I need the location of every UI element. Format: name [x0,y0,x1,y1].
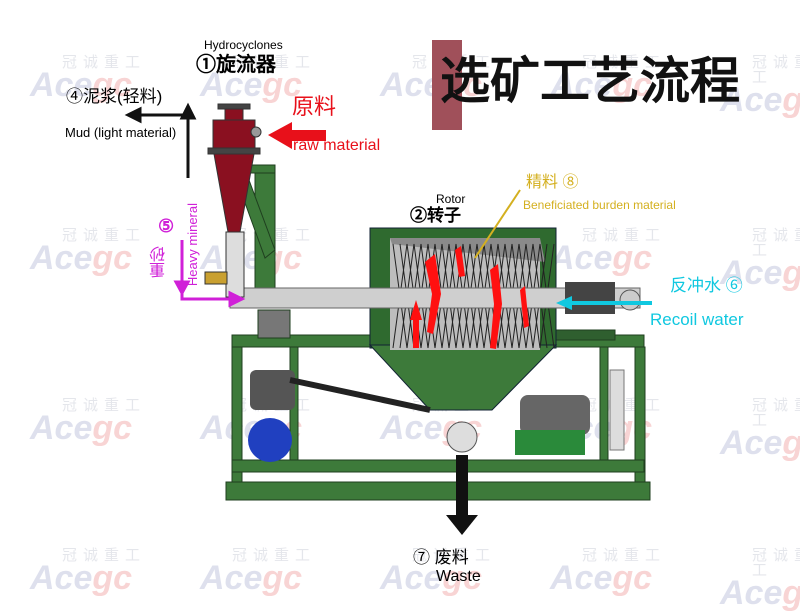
heavy-mineral-label-cn: 重砂 [151,246,168,278]
waste-label-en: Waste [436,568,481,585]
hydrocyclone [204,103,262,298]
mud-label-cn: ④泥浆(轻料) [66,87,163,106]
rotor-label-cn: ②转子 [410,206,461,225]
waste-label-cn: ⑦ 废料 [413,548,469,567]
recoil-water-label-cn: 反冲水 ⑥ [670,276,743,295]
waste-outlet [446,421,478,453]
raw-material-label-en: raw material [293,137,381,154]
hydrocyclone-label-cn: ①旋流器 [196,54,276,76]
pump-left [248,418,292,462]
mud-label-en: Mud (light material) [65,125,177,140]
pipe-bearing [565,282,615,314]
page-title: 选矿工艺流程 [440,51,740,110]
water-inlet-valve [619,289,641,311]
drain-pipe [609,369,625,451]
heavy-mineral-number: ⑤ [158,216,175,236]
motor-right [520,395,590,435]
heavy-mineral-label-en: Heavy mineral [185,203,200,287]
pump-right [515,430,585,455]
drive-belt [289,377,431,413]
raw-material-arrow [268,122,326,149]
raw-material-label-cn: 原料 [292,94,337,119]
heavy-mineral-arrow [173,240,246,308]
concentrate-label-en: Beneficiated burden material [523,198,676,212]
hydrocyclone-label-en: Hydrocyclones [204,38,283,52]
recoil-water-label-en: Recoil water [650,310,744,329]
rotor-label-en: Rotor [436,192,466,206]
waste-arrow [446,455,478,535]
concentrate-pointer [474,189,521,259]
concentrate-label-cn: 精料 ⑧ [526,174,579,191]
recoil-water-arrow [556,296,652,310]
motor-left [250,370,295,410]
title-accent-bar [432,40,462,130]
mud-arrow [124,102,197,178]
rotor-flow-arrows [410,246,529,349]
